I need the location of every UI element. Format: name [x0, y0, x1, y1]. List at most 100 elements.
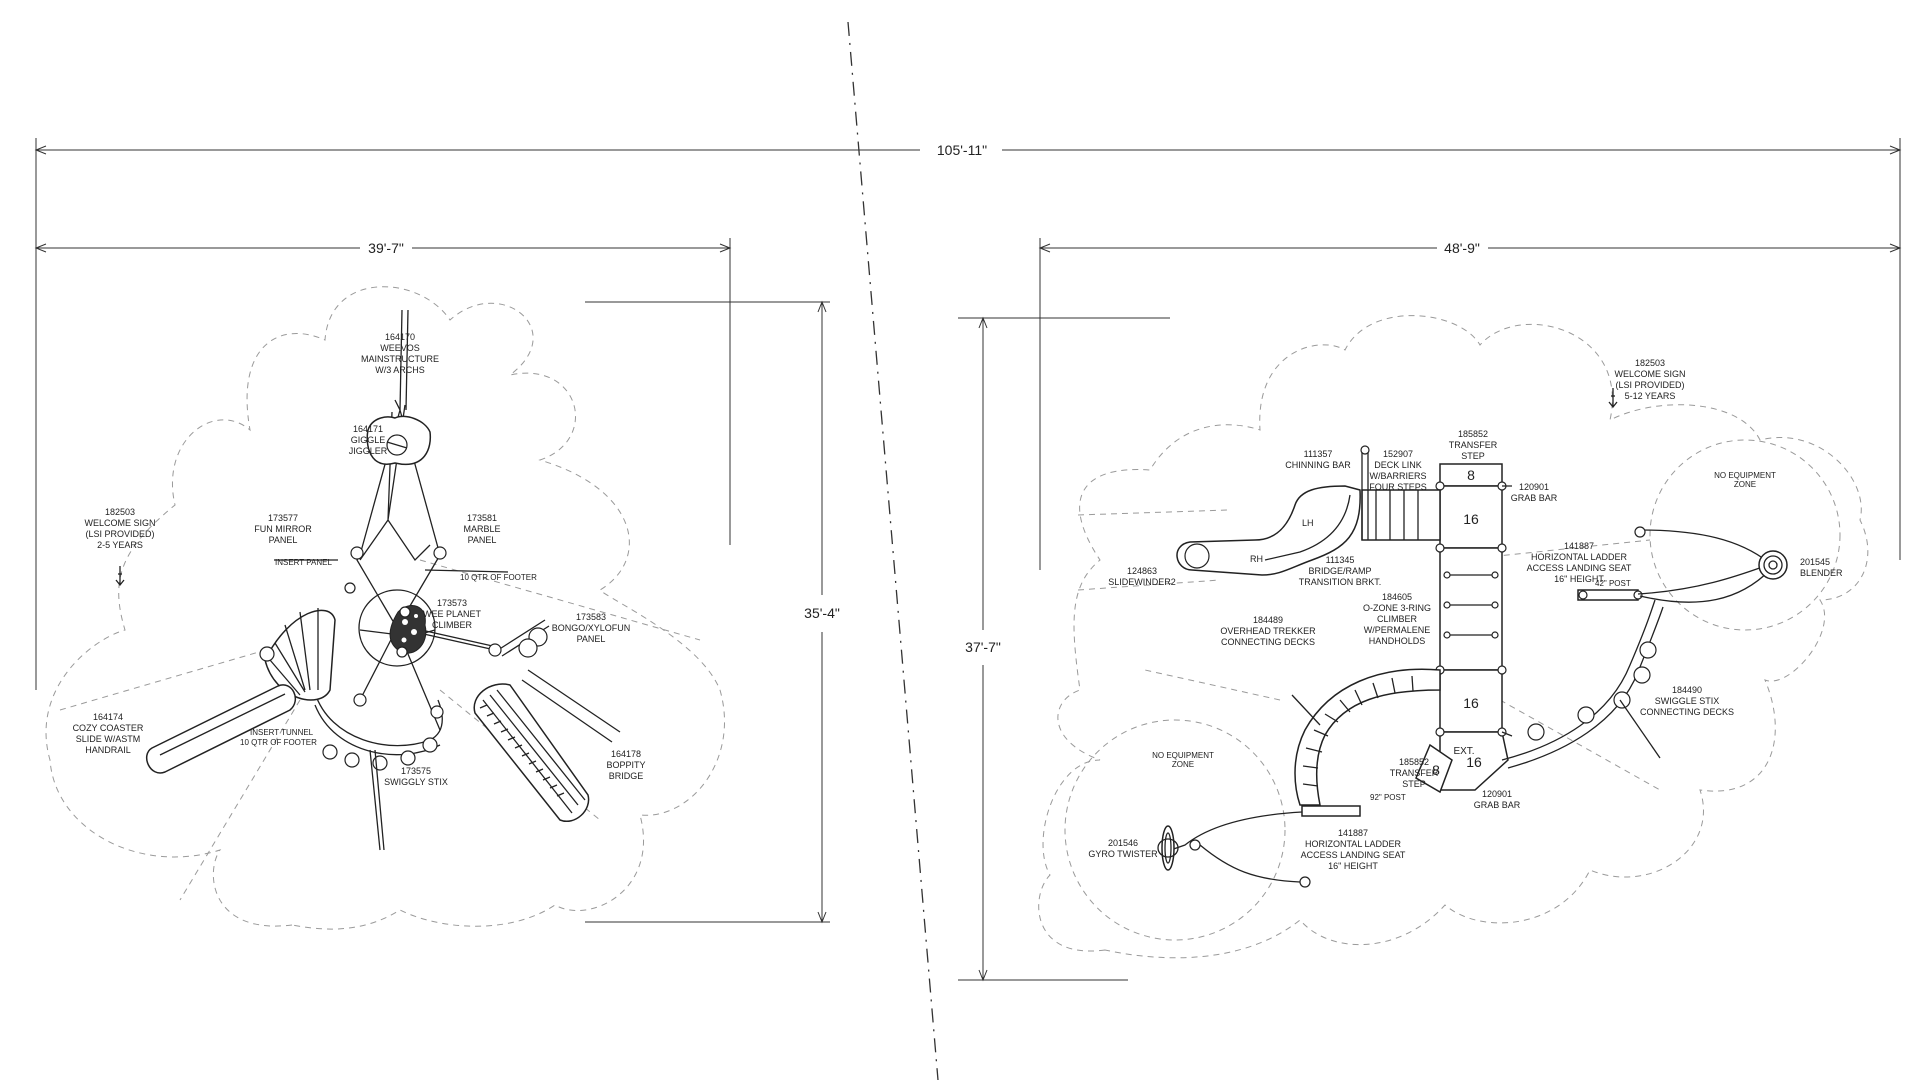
right-width-dimension: 48'-9"	[1444, 240, 1480, 256]
svg-text:BOPPITY: BOPPITY	[606, 760, 645, 770]
svg-text:GYRO TWISTER: GYRO TWISTER	[1088, 849, 1158, 859]
right-use-zone	[1038, 315, 1869, 959]
label-welcome-sign-5-12: 182503 WELCOME SIGN (LSI PROVIDED) 5-12 …	[1614, 358, 1685, 401]
svg-text:W/PERMALENE: W/PERMALENE	[1364, 625, 1431, 635]
svg-text:10 QTR OF FOOTER: 10 QTR OF FOOTER	[240, 738, 317, 747]
no-equipment-zone-label: NO EQUIPMENT	[1714, 471, 1776, 480]
svg-text:MAINSTRUCTURE: MAINSTRUCTURE	[361, 354, 439, 364]
ring-climber	[1439, 547, 1503, 671]
left-labels: 164170 WEEVOS MAINSTRUCTURE W/3 ARCHS 16…	[73, 332, 646, 787]
svg-text:5-12 YEARS: 5-12 YEARS	[1625, 391, 1676, 401]
svg-text:(LSI PROVIDED): (LSI PROVIDED)	[1615, 380, 1684, 390]
svg-text:10 QTR OF FOOTER: 10 QTR OF FOOTER	[460, 573, 537, 582]
svg-text:CONNECTING DECKS: CONNECTING DECKS	[1221, 637, 1315, 647]
no-equipment-zone-label: NO EQUIPMENT	[1152, 751, 1214, 760]
svg-text:OVERHEAD TREKKER: OVERHEAD TREKKER	[1220, 626, 1316, 636]
svg-text:SWIGGLE STIX: SWIGGLE STIX	[1655, 696, 1720, 706]
svg-text:HANDRAIL: HANDRAIL	[85, 745, 131, 755]
svg-text:GIGGLE: GIGGLE	[351, 435, 386, 445]
svg-text:173575: 173575	[401, 766, 431, 776]
svg-text:92" POST: 92" POST	[1370, 793, 1406, 802]
label-boppity-bridge: 164178 BOPPITY BRIDGE	[606, 749, 645, 781]
svg-text:DECK LINK: DECK LINK	[1374, 460, 1422, 470]
svg-text:COZY COASTER: COZY COASTER	[73, 723, 144, 733]
label-blender: 201545 BLENDER	[1800, 557, 1843, 578]
svg-text:182503: 182503	[105, 507, 135, 517]
label-transfer-step-top: 185852 TRANSFER STEP	[1449, 429, 1498, 461]
blender	[1758, 550, 1788, 580]
svg-text:STEP: STEP	[1461, 451, 1485, 461]
svg-text:WELCOME SIGN: WELCOME SIGN	[1614, 369, 1685, 379]
right-labels: 182503 WELCOME SIGN (LSI PROVIDED) 5-12 …	[1088, 358, 1843, 871]
svg-text:141887: 141887	[1338, 828, 1368, 838]
svg-text:GRAB BAR: GRAB BAR	[1474, 800, 1521, 810]
deck-lower	[1439, 669, 1503, 733]
svg-text:16" HEIGHT: 16" HEIGHT	[1554, 574, 1604, 584]
svg-text:BRIDGE: BRIDGE	[609, 771, 644, 781]
svg-text:8: 8	[1467, 467, 1475, 483]
label-bongo-xylofun-panel: 173583 BONGO/XYLOFUN PANEL	[552, 612, 631, 644]
svg-text:164178: 164178	[611, 749, 641, 759]
svg-text:W/BARRIERS: W/BARRIERS	[1369, 471, 1426, 481]
label-bridge-ramp-bracket: 111345 BRIDGE/RAMP TRANSITION BRKT.	[1299, 555, 1382, 587]
svg-text:INSERT PANEL: INSERT PANEL	[275, 558, 332, 567]
svg-text:111345: 111345	[1326, 555, 1355, 565]
label-grab-bar-lower: 120901 GRAB BAR	[1474, 789, 1521, 810]
svg-text:184490: 184490	[1672, 685, 1702, 695]
svg-text:173581: 173581	[467, 513, 497, 523]
svg-text:120901: 120901	[1482, 789, 1512, 799]
overall-dimension: 105'-11"	[937, 142, 987, 158]
svg-text:ACCESS LANDING SEAT: ACCESS LANDING SEAT	[1301, 850, 1406, 860]
svg-text:164174: 164174	[93, 712, 123, 722]
label-ozone-ring-climber: 184605 O-ZONE 3-RING CLIMBER W/PERMALENE…	[1363, 592, 1431, 646]
svg-text:164170: 164170	[385, 332, 415, 342]
svg-text:PANEL: PANEL	[269, 535, 298, 545]
svg-text:SLIDEWINDER2: SLIDEWINDER2	[1108, 577, 1176, 587]
svg-text:8: 8	[1432, 762, 1440, 778]
svg-text:184489: 184489	[1253, 615, 1283, 625]
svg-text:185852: 185852	[1458, 429, 1488, 439]
svg-text:WEEVOS: WEEVOS	[380, 343, 420, 353]
svg-text:TRANSITION BRKT.: TRANSITION BRKT.	[1299, 577, 1382, 587]
svg-text:STEP: STEP	[1402, 779, 1426, 789]
svg-text:O-ZONE 3-RING: O-ZONE 3-RING	[1363, 603, 1431, 613]
svg-text:141887: 141887	[1564, 541, 1594, 551]
svg-text:111357: 111357	[1304, 449, 1333, 459]
svg-text:RH: RH	[1250, 554, 1263, 564]
label-deck-link: 152907 DECK LINK W/BARRIERS FOUR STEPS	[1369, 449, 1427, 492]
svg-text:HANDHOLDS: HANDHOLDS	[1369, 636, 1426, 646]
svg-text:173577: 173577	[268, 513, 298, 523]
svg-text:16: 16	[1463, 695, 1479, 711]
svg-text:MARBLE: MARBLE	[463, 524, 500, 534]
label-cozy-coaster-slide: 164174 COZY COASTER SLIDE W/ASTM HANDRAI…	[73, 712, 144, 755]
svg-text:GRAB BAR: GRAB BAR	[1511, 493, 1558, 503]
slidewinder2	[1176, 485, 1361, 576]
match-line	[847, 21, 939, 1080]
label-weevos-mainstructure: 164170 WEEVOS MAINSTRUCTURE W/3 ARCHS	[361, 332, 439, 375]
svg-text:16" HEIGHT: 16" HEIGHT	[1328, 861, 1378, 871]
label-gyro-twister: 201546 GYRO TWISTER	[1088, 838, 1158, 859]
label-overhead-trekker: 184489 OVERHEAD TREKKER CONNECTING DECKS	[1220, 615, 1316, 647]
label-grab-bar-top: 120901 GRAB BAR	[1511, 482, 1558, 503]
deck-link	[1361, 489, 1441, 541]
svg-text:CLIMBER: CLIMBER	[1377, 614, 1418, 624]
label-transfer-step-lower: 185852 TRANSFER STEP	[1390, 757, 1439, 789]
svg-text:185852: 185852	[1399, 757, 1429, 767]
svg-text:16: 16	[1463, 511, 1479, 527]
label-swiggle-stix: 184490 SWIGGLE STIX CONNECTING DECKS	[1640, 685, 1734, 717]
svg-text:164171: 164171	[353, 424, 383, 434]
svg-text:PANEL: PANEL	[577, 634, 606, 644]
svg-text:CHINNING BAR: CHINNING BAR	[1285, 460, 1351, 470]
svg-text:2-5 YEARS: 2-5 YEARS	[97, 540, 143, 550]
svg-text:PANEL: PANEL	[468, 535, 497, 545]
svg-text:16: 16	[1466, 754, 1482, 770]
svg-text:ZONE: ZONE	[1734, 480, 1756, 489]
svg-text:201545: 201545	[1800, 557, 1830, 567]
label-horizontal-ladder-top: 141887 HORIZONTAL LADDER ACCESS LANDING …	[1527, 541, 1632, 584]
svg-text:JIGGLER: JIGGLER	[349, 446, 388, 456]
label-giggle-jiggler: 164171 GIGGLE JIGGLER	[349, 424, 388, 456]
svg-text:CLIMBER: CLIMBER	[432, 620, 473, 630]
svg-text:124863: 124863	[1127, 566, 1157, 576]
svg-text:(LSI PROVIDED): (LSI PROVIDED)	[85, 529, 154, 539]
svg-text:BLENDER: BLENDER	[1800, 568, 1843, 578]
